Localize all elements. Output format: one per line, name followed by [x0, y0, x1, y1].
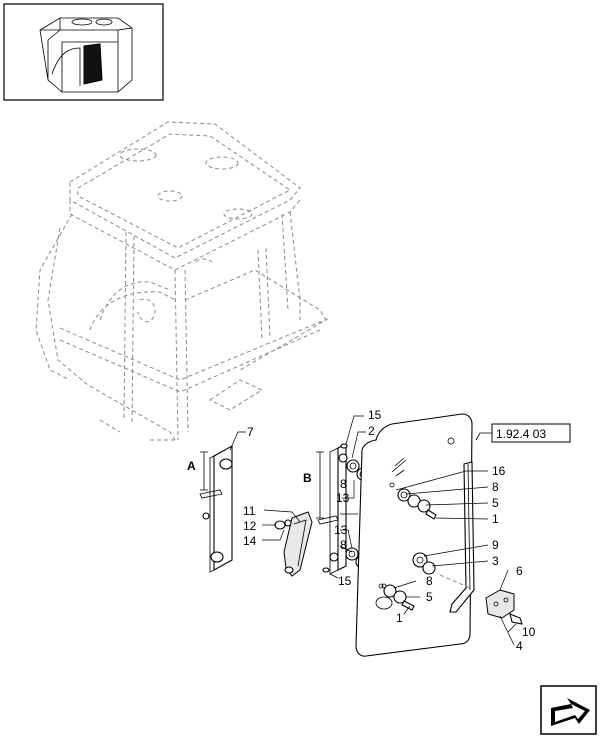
- callout-12: 12: [243, 519, 257, 533]
- callout-11: 11: [243, 504, 256, 518]
- callout-7: 7: [247, 425, 254, 439]
- callout-5-right: 5: [492, 496, 499, 510]
- callout-16: 16: [492, 464, 506, 478]
- handle-fasteners: [274, 519, 292, 530]
- callout-8-mid: 8: [340, 538, 347, 552]
- hinge-rail-left: [199, 445, 233, 573]
- callouts: 7 15 2 8 13 11 12 14 13 8 15 16 8 5 1 9 …: [243, 408, 536, 653]
- callout-15-top: 15: [368, 408, 382, 422]
- callout-8-right: 8: [492, 480, 499, 494]
- reference-code: 1.92.4 03: [496, 427, 546, 441]
- callout-3: 3: [492, 554, 499, 568]
- callout-5-bottom: 5: [426, 590, 433, 604]
- glass-rail: [439, 461, 475, 613]
- dimension-b: B: [303, 451, 324, 519]
- callout-14: 14: [243, 534, 257, 548]
- door-handle: [283, 511, 313, 577]
- cab-outline: [35, 121, 331, 441]
- dimension-b-label: B: [303, 471, 312, 485]
- callout-15-bottom: 15: [338, 574, 352, 588]
- callout-9: 9: [492, 538, 499, 552]
- callout-8-bottom: 8: [426, 574, 433, 588]
- callout-13-bottom: 13: [334, 523, 348, 537]
- callout-8-top: 8: [340, 477, 347, 491]
- next-page-arrow-icon[interactable]: [540, 685, 597, 735]
- callout-1-bottom: 1: [396, 611, 403, 625]
- callout-4: 4: [516, 639, 523, 653]
- callout-13-top: 13: [336, 491, 350, 505]
- hinge-rail-center: [317, 443, 348, 575]
- glass-fasteners: [381, 482, 437, 611]
- leader-lines: [229, 415, 517, 646]
- callout-1-right: 1: [492, 512, 499, 526]
- reference-box: 1.92.4 03: [475, 423, 571, 443]
- callout-6: 6: [516, 564, 523, 578]
- callout-10: 10: [522, 625, 536, 639]
- latch-bracket: [485, 589, 523, 625]
- callout-2: 2: [368, 424, 375, 438]
- glass-panel: [355, 413, 473, 657]
- dimension-a-label: A: [187, 459, 196, 473]
- dimension-a: A: [187, 451, 208, 491]
- cab-thumbnail-icon: [3, 3, 164, 101]
